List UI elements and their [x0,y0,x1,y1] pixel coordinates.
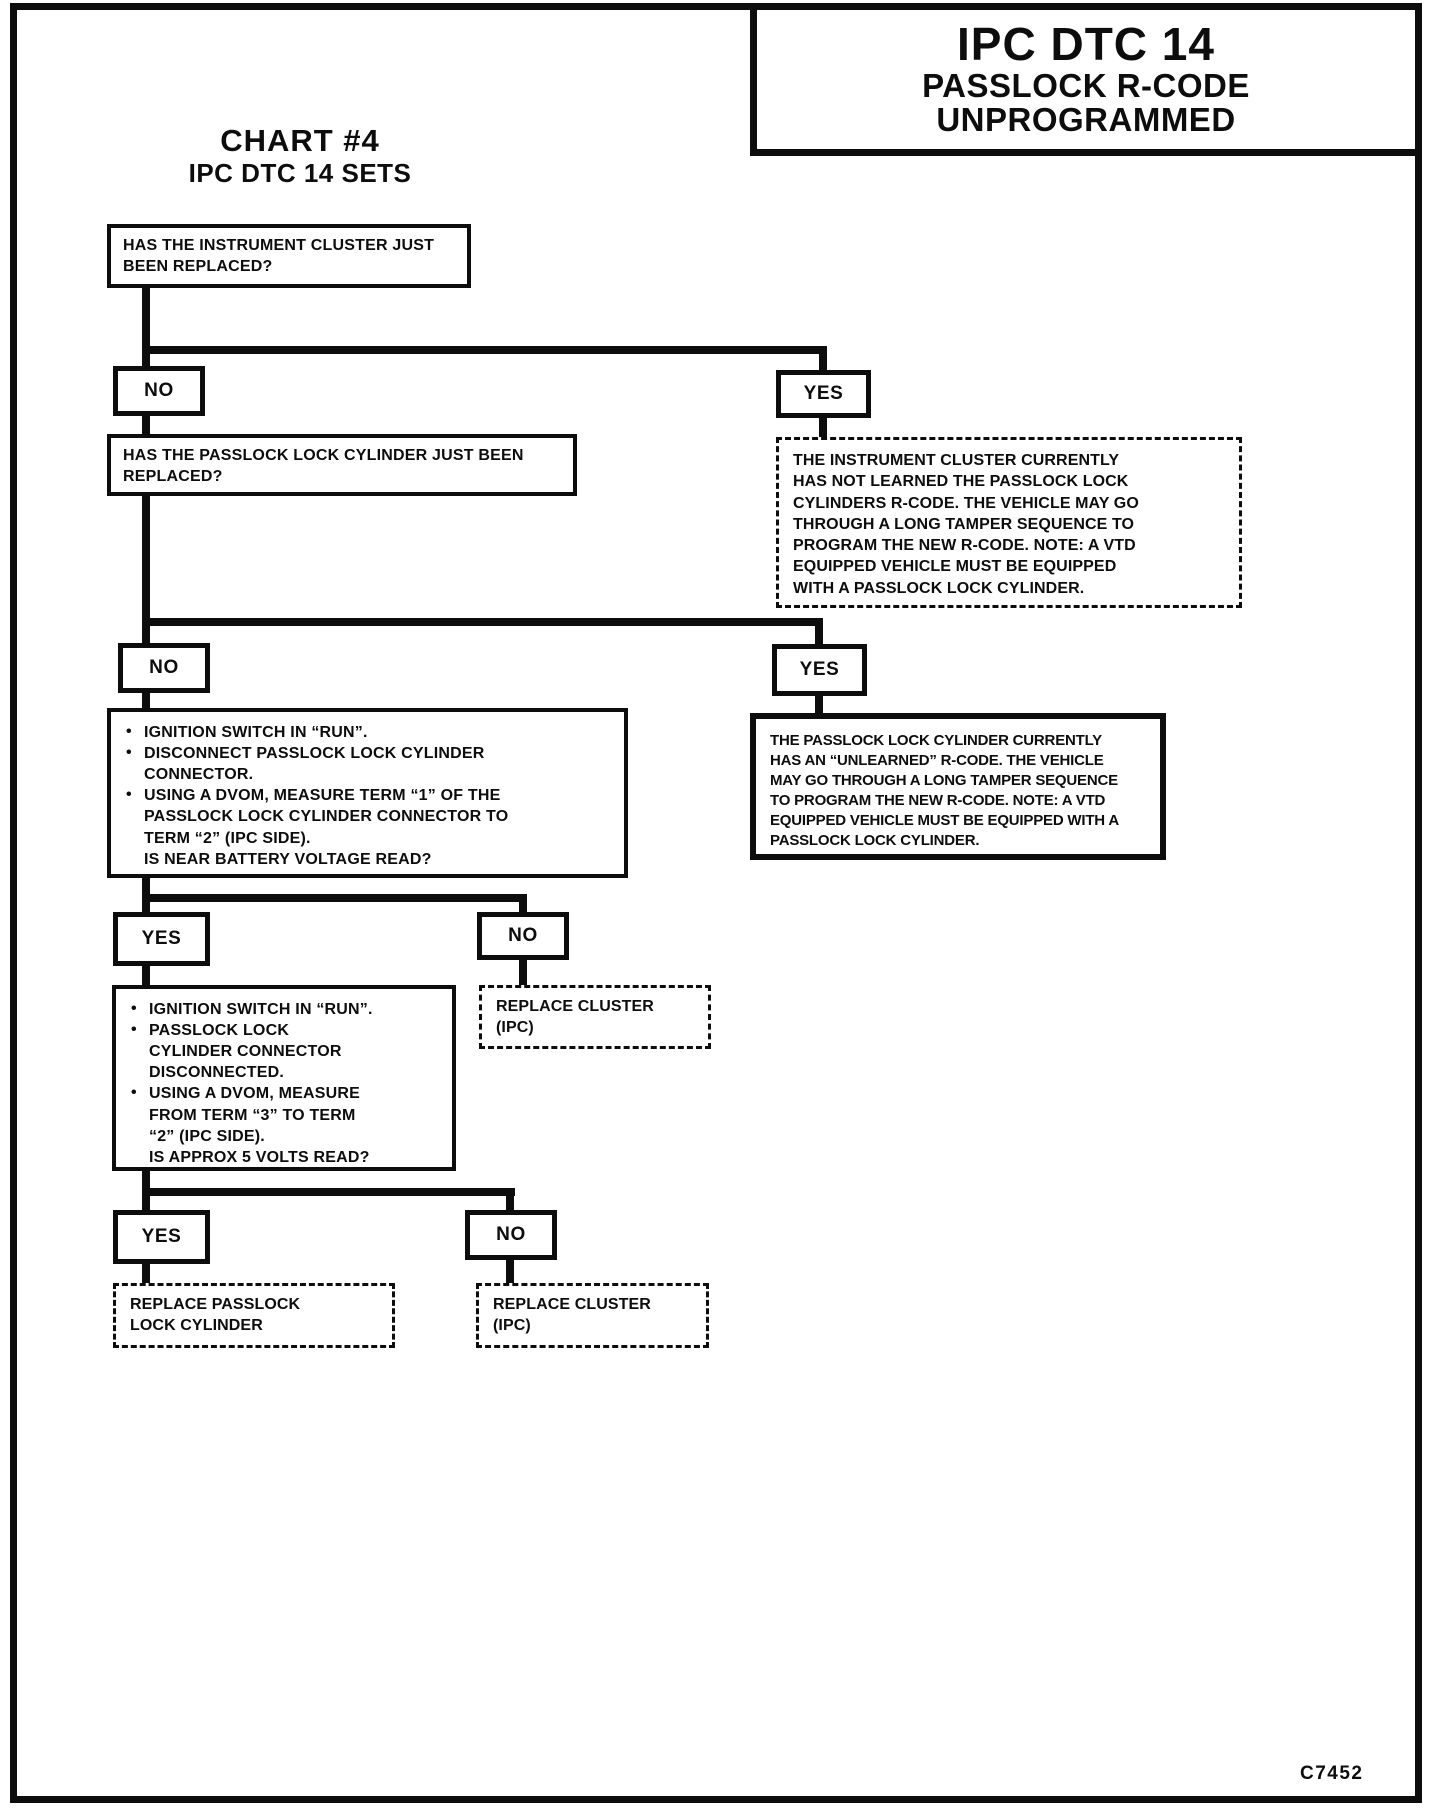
connector-line [506,1258,514,1285]
branch-no-3: NO [477,912,569,960]
info-text-line: TO PROGRAM THE NEW R-CODE. NOTE: A VTD [770,791,1106,809]
connector-line [142,1196,150,1212]
test-question: IS NEAR BATTERY VOLTAGE READ? [144,850,432,868]
info-text-line: PASSLOCK LOCK CYLINDER. [770,831,980,849]
test-step: USING A DVOM, MEASURE TERM “1” OF THE PA… [123,784,616,848]
page-border [10,3,1422,1803]
connector-line [815,694,823,715]
connector-line [142,1262,150,1285]
test-step: DISCONNECT PASSLOCK LOCK CYLINDER CONNEC… [123,742,616,785]
connector-line [142,1188,515,1196]
branch-yes-3: YES [113,912,210,966]
branch-no-1: NO [113,366,205,416]
connector-line [142,494,150,626]
info-text-line: THROUGH A LONG TAMPER SEQUENCE TO [793,515,1135,533]
question-lock-cylinder-replaced: HAS THE PASSLOCK LOCK CYLINDER JUST BEEN… [107,434,577,496]
connector-line [142,354,150,368]
info-text-line: MAY GO THROUGH A LONG TAMPER SEQUENCE [770,771,1118,789]
dtc-title-box: IPC DTC 14 PASSLOCK R-CODE UNPROGRAMMED [750,3,1422,156]
connector-line [819,416,827,439]
test-step: IGNITION SWITCH IN “RUN”. [128,998,444,1020]
info-text-line: CYLINDERS R-CODE. THE VEHICLE MAY GO [793,494,1139,512]
question-cluster-replaced: HAS THE INSTRUMENT CLUSTER JUST BEEN REP… [107,224,471,288]
info-text-line: PROGRAM THE NEW R-CODE. NOTE: A VTD [793,537,1136,555]
chart-number: CHART #4 [220,123,380,158]
info-text-line: WITH A PASSLOCK LOCK CYLINDER. [793,579,1085,597]
test-term3-5-volts: IGNITION SWITCH IN “RUN”.PASSLOCK LOCK C… [112,985,456,1171]
action-replace-cluster-2: REPLACE CLUSTER (IPC) [476,1283,709,1348]
info-text-line: THE PASSLOCK LOCK CYLINDER CURRENTLY [770,732,1102,749]
connector-line [519,958,527,987]
info-text-line: EQUIPPED VEHICLE MUST BE EQUIPPED [793,558,1117,576]
test-question: IS APPROX 5 VOLTS READ? [149,1148,370,1166]
branch-yes-1: YES [776,370,871,418]
test-steps: IGNITION SWITCH IN “RUN”.PASSLOCK LOCK C… [128,998,444,1147]
info-text: THE INSTRUMENT CLUSTER CURRENTLY HAS NOT … [793,450,1229,599]
connector-line [819,354,827,372]
info-cylinder-unlearned: THE PASSLOCK LOCK CYLINDER CURRENTLY HAS … [750,713,1166,860]
test-term1-battery-voltage: IGNITION SWITCH IN “RUN”.DISCONNECT PASS… [107,708,628,878]
info-text: THE PASSLOCK LOCK CYLINDER CURRENTLY HAS … [770,731,1152,851]
connector-line [142,902,150,914]
branch-yes-4: YES [113,1210,210,1264]
connector-line [142,691,150,710]
dtc-title: IPC DTC 14 [957,18,1215,71]
branch-no-2: NO [118,643,210,693]
connector-line [519,902,527,914]
connector-line [142,876,150,902]
action-replace-cluster-1: REPLACE CLUSTER (IPC) [479,985,711,1049]
test-step: PASSLOCK LOCK CYLINDER CONNECTOR DISCONN… [128,1019,444,1083]
dtc-subtitle-2: UNPROGRAMMED [936,101,1236,139]
chart-heading: CHART #4 IPC DTC 14 SETS [150,123,450,189]
connector-line [142,346,827,354]
info-text-line: HAS NOT LEARNED THE PASSLOCK LOCK [793,473,1129,491]
test-step: IGNITION SWITCH IN “RUN”. [123,721,616,743]
action-replace-passlock-cylinder: REPLACE PASSLOCK LOCK CYLINDER [113,1283,395,1348]
test-step: USING A DVOM, MEASURE FROM TERM “3” TO T… [128,1082,444,1146]
test-steps: IGNITION SWITCH IN “RUN”.DISCONNECT PASS… [123,721,616,849]
connector-line [142,894,527,902]
connector-line [142,288,150,354]
figure-code: C7452 [1300,1763,1364,1784]
info-text-line: EQUIPPED VEHICLE MUST BE EQUIPPED WITH A [770,811,1119,829]
info-text-line: HAS AN “UNLEARNED” R-CODE. THE VEHICLE [770,751,1104,769]
connector-line [815,626,823,646]
connector-line [142,626,150,645]
connector-line [142,618,823,626]
info-text-line: THE INSTRUMENT CLUSTER CURRENTLY [793,452,1120,469]
branch-no-4: NO [465,1210,557,1260]
connector-line [506,1196,514,1212]
connector-line [142,1169,150,1196]
dtc-subtitle-1: PASSLOCK R-CODE [922,67,1250,105]
connector-line [142,414,150,436]
info-cluster-not-learned: THE INSTRUMENT CLUSTER CURRENTLY HAS NOT … [776,437,1242,608]
connector-line [142,964,150,987]
branch-yes-2: YES [772,644,867,696]
chart-title: IPC DTC 14 SETS [188,157,412,188]
